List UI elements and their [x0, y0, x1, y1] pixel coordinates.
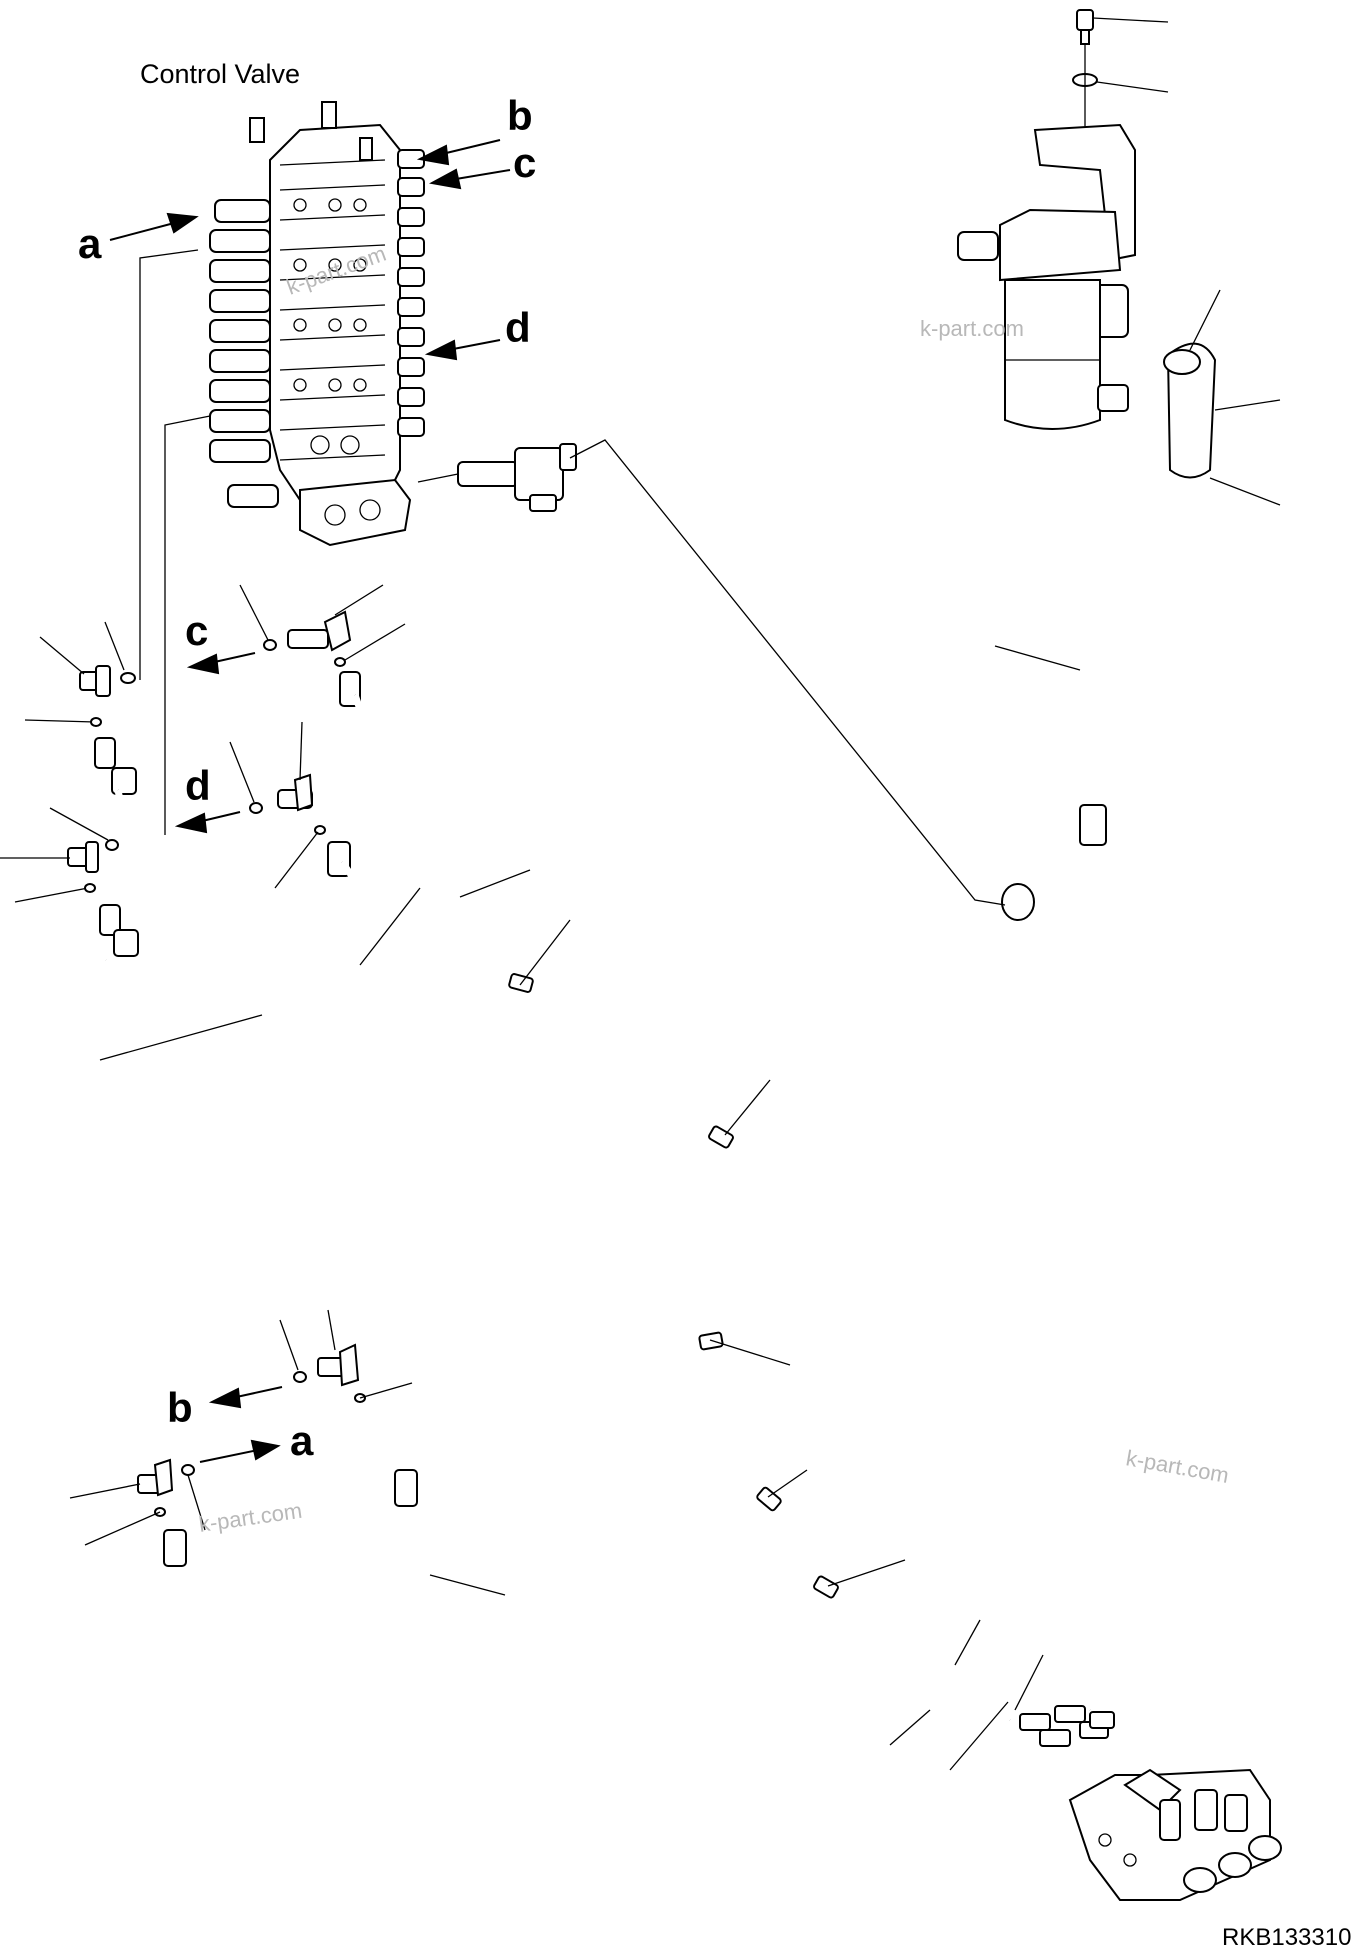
label-c-mid: c: [185, 607, 208, 654]
label-d-top: d: [505, 304, 531, 351]
leader-a: [139, 249, 199, 680]
valve-holes: [293, 198, 367, 455]
control-valve-caption: Control Valve: [140, 59, 300, 89]
tee-fitting: [417, 443, 577, 512]
watermark: k-part.com: [920, 316, 1024, 341]
leader-d: [164, 415, 211, 835]
valve-left-ports: [209, 199, 279, 508]
watermark: k-part.com: [1124, 1445, 1231, 1488]
pilot-valve-block: [1019, 1705, 1282, 1901]
drawing-code: RKB133310: [1222, 1924, 1351, 1951]
label-a-top: a: [78, 220, 102, 267]
label-a-bottom: a: [290, 1417, 314, 1464]
control-valve: [209, 101, 425, 547]
left-fittings: [0, 621, 139, 957]
label-c-top: c: [513, 139, 536, 186]
center-fittings: [229, 584, 406, 889]
valve-right-ports: [397, 149, 425, 437]
reference-arrows: [109, 139, 511, 1463]
hose-bundle: [99, 693, 1092, 1771]
bottom-left-hose: [69, 1309, 506, 1625]
tee-leader-line: [569, 439, 1006, 906]
watermark: k-part.com: [197, 1498, 303, 1537]
label-d-mid: d: [185, 762, 211, 809]
label-b-bottom: b: [167, 1384, 193, 1431]
filter-assembly: [957, 9, 1281, 506]
label-b-top: b: [507, 92, 533, 139]
filter-hose: [994, 384, 1129, 921]
